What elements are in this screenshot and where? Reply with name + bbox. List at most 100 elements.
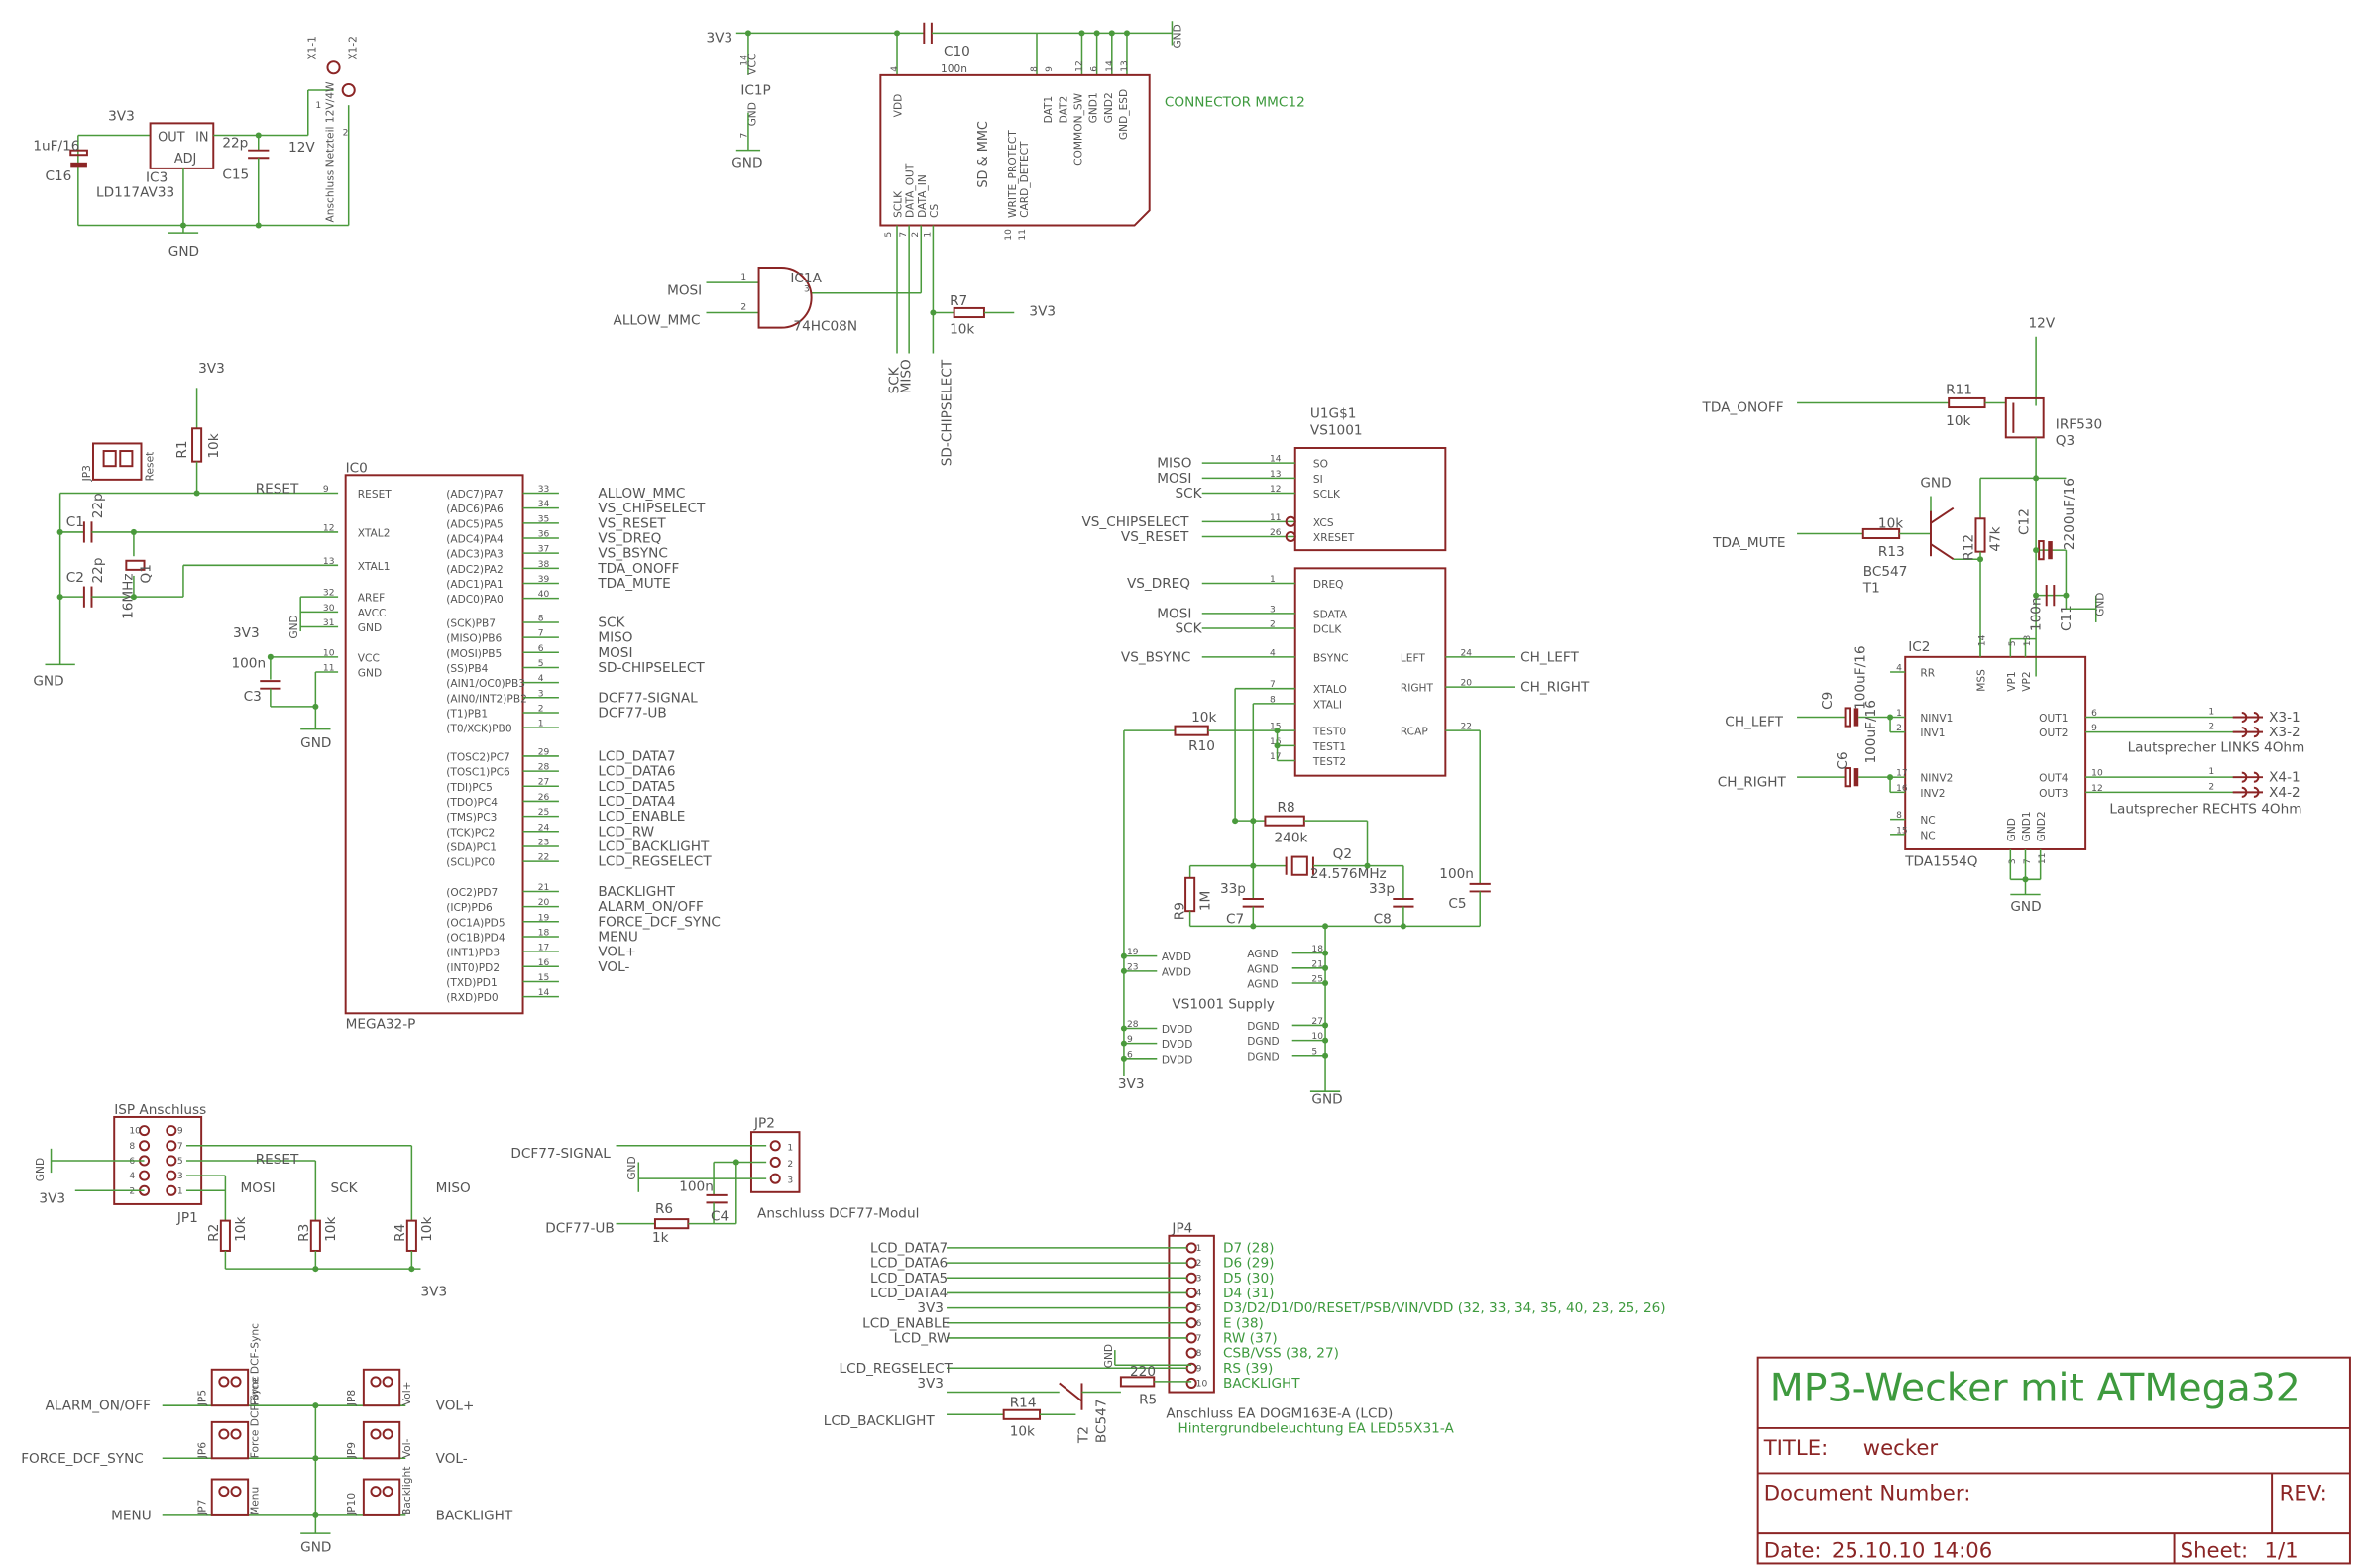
- r11-name: R11: [1946, 382, 1972, 397]
- lcd-pin-num: 10: [1196, 1379, 1208, 1389]
- lcd-pin-num: 6: [1196, 1319, 1202, 1329]
- ic2-right-pin-name: OUT4: [2039, 772, 2069, 785]
- x4-pin1: 1: [2208, 767, 2214, 777]
- q2-value: 24.576MHz: [1310, 866, 1387, 882]
- rev-label: REV:: [2280, 1482, 2327, 1507]
- mcu-right-pin-num: 20: [538, 898, 550, 908]
- isp-pin-odd: 3: [177, 1172, 183, 1181]
- x1-note: Anschluss Netzteil 12V/4W: [324, 81, 337, 222]
- ic2-left-pin-num: 15: [1896, 826, 1908, 836]
- gate-pin3: 3: [804, 284, 810, 294]
- mcu-net-label: VS_RESET: [598, 515, 666, 531]
- ic2-value: TDA1554Q: [1904, 854, 1977, 870]
- vs-top-pin-num: 13: [1270, 470, 1282, 480]
- x1-1-label: X1-1: [305, 36, 318, 60]
- c1-value: 22p: [90, 493, 106, 518]
- lcd-net-label: LCD_DATA4: [870, 1286, 948, 1301]
- r4-value: 10k: [419, 1217, 435, 1242]
- isp-pin-odd: 5: [177, 1157, 183, 1167]
- ic2-left-pin-name: NC: [1920, 829, 1935, 841]
- gate-pin1: 1: [740, 273, 746, 282]
- ic1a-name: IC1A: [790, 271, 822, 286]
- vs-top-pin-num: 11: [1270, 513, 1282, 523]
- ic1a-value: 74HC08N: [793, 319, 857, 335]
- r2-value: 10k: [233, 1217, 249, 1242]
- r3-name: R3: [296, 1224, 312, 1242]
- title-block: MP3-Wecker mit ATMega32 TITLE: wecker Do…: [1756, 1356, 2351, 1565]
- mcu-right-pin-name: (MOSI)PB5: [446, 647, 502, 660]
- ic2-bottom-pin-name: GND1: [2020, 811, 2033, 841]
- ic1p-name: IC1P: [740, 83, 770, 99]
- vs-top-pin-num: 12: [1270, 485, 1282, 495]
- c3-name: C3: [244, 689, 262, 705]
- r11-value: 10k: [1946, 413, 1970, 429]
- mcu-right-pin-name: (AIN0/INT2)PB2: [446, 692, 527, 705]
- mcu-net-label: LCD_REGSELECT: [598, 854, 712, 870]
- x3-pin1: 1: [2208, 707, 2214, 717]
- c6-value: 100uF/16: [1863, 700, 1879, 763]
- lcd-pin-num: 9: [1196, 1364, 1202, 1374]
- r13-value: 10k: [1878, 515, 1903, 531]
- r10-name: R10: [1188, 738, 1215, 754]
- vs-bot-pin-name: TEST2: [1312, 755, 1346, 768]
- lcd-backlight-net: LCD_BACKLIGHT: [824, 1413, 936, 1429]
- jp3-name: JP3: [80, 465, 93, 482]
- sd-sck-net: SCK: [887, 366, 903, 393]
- title-block-frame: [1756, 1356, 2351, 1565]
- vs-bot-pin-num: 15: [1270, 723, 1282, 732]
- mcu-left-pin-name: AREF: [358, 592, 385, 605]
- mcu-right-pin-name: (SDA)PC1: [446, 840, 497, 853]
- sd-num-8: 8: [1030, 66, 1040, 72]
- mcu-right-pin-name: (ADC7)PA7: [446, 488, 504, 501]
- project-title: MP3-Wecker mit ATMega32: [1770, 1366, 2300, 1411]
- ic1p-gnd-label: GND: [731, 155, 762, 170]
- mcu-right-pin-name: (AIN1/OC0)PB3: [446, 677, 525, 690]
- mcu-left-pin-num: 9: [323, 485, 329, 495]
- vs-bot-pin-name: DCLK: [1313, 623, 1342, 636]
- button-switch: [210, 1478, 250, 1516]
- mcu-right-pin-num: 5: [538, 659, 544, 669]
- mcu-left-pin-name: GND: [358, 621, 382, 634]
- mcu-left-pin-name: RESET: [358, 488, 393, 501]
- lcd-pin-num: 2: [1196, 1259, 1202, 1269]
- jp1-name: JP1: [176, 1210, 198, 1226]
- isp-mosi-net: MOSI: [241, 1180, 276, 1196]
- mcu-right-pin-name: (TOSC2)PC7: [446, 750, 510, 763]
- amp-gnd-t1: GND: [1920, 475, 1951, 491]
- mcu-net-label: LCD_DATA4: [598, 794, 675, 810]
- ic2-right-pin-num: 12: [2091, 784, 2103, 794]
- ic0-name: IC0: [346, 460, 368, 476]
- gate-allow-mmc-net: ALLOW_MMC: [614, 313, 701, 329]
- c11-value: 100n: [2029, 597, 2045, 631]
- sd-num-11: 11: [1018, 229, 1028, 241]
- r8-name: R8: [1278, 800, 1295, 816]
- t1-value: BC547: [1863, 564, 1908, 580]
- r6-value: 1k: [652, 1230, 669, 1246]
- vs-right-net: CH_LEFT: [1520, 649, 1579, 665]
- button-switch: [362, 1420, 401, 1460]
- mcu-right-pin-num: 21: [538, 883, 550, 893]
- vs1001-top-block: [1293, 447, 1447, 552]
- vs-bot-pin-num: 16: [1270, 737, 1282, 747]
- c10-name: C10: [944, 44, 970, 59]
- vs-3v3-label: 3V3: [1118, 1076, 1145, 1092]
- mcu-net-label: ALARM_ON/OFF: [598, 899, 704, 915]
- lcd-net-label: 3V3: [917, 1376, 944, 1392]
- btn-jp-name: JP10: [345, 1493, 358, 1516]
- ic1p-pin7: 7: [739, 133, 749, 139]
- x4-1-label: X4-1: [2269, 770, 2300, 786]
- vs-bot-pin-num: 2: [1270, 619, 1276, 629]
- vs-top-pin-name: SI: [1313, 473, 1323, 486]
- mcu-gnd-1: GND: [33, 674, 63, 690]
- r7-value: 10k: [950, 322, 974, 338]
- ic2-right-pin-num: 9: [2091, 724, 2097, 733]
- vs-supply-left-name: AVDD: [1162, 951, 1191, 963]
- mcu-net-label: MENU: [598, 930, 638, 946]
- vs-top-net: VS_RESET: [1121, 529, 1189, 545]
- sheet-label: Sheet:: [2181, 1538, 2248, 1563]
